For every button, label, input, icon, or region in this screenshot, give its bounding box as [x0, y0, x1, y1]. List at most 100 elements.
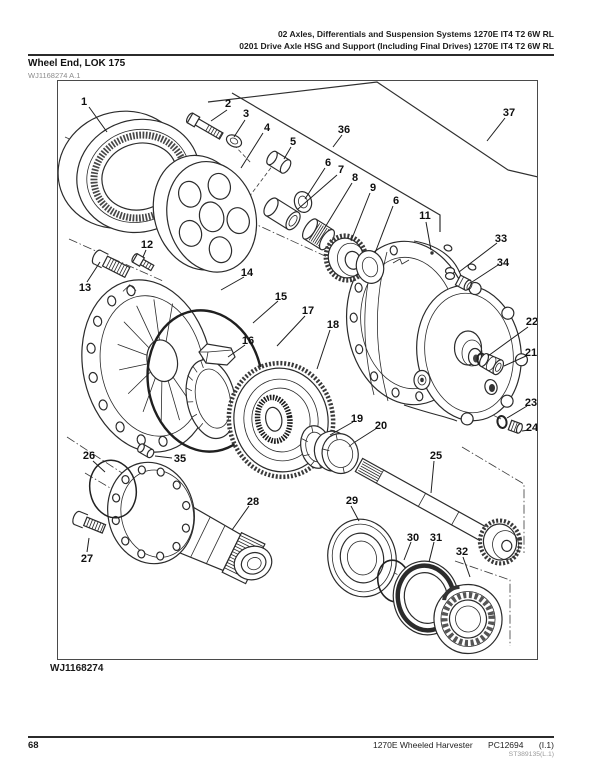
callout-number-22: 22: [526, 316, 537, 328]
callout-leader-17: [276, 315, 306, 347]
callout-number-12: 12: [141, 239, 153, 251]
housing-center-hub: [453, 330, 483, 367]
header-subsection-line: 0201 Drive Axle HSG and Support (Includi…: [239, 41, 554, 51]
callout-leader-31: [428, 541, 435, 563]
callout-leader-18: [316, 329, 331, 370]
callout-leader-32: [462, 556, 471, 578]
part-29-seal-assembly: [327, 518, 397, 598]
part-26-o-ring: [88, 459, 138, 519]
part-4-planet-carrier: [152, 154, 258, 273]
callout-number-21: 21: [525, 347, 537, 359]
callout-leader-2: [210, 109, 228, 122]
callout-number-6: 6: [325, 157, 331, 169]
part-6b-thrust-washer: [355, 250, 385, 284]
header-section-line: 02 Axles, Differentials and Suspension S…: [277, 29, 554, 39]
callout-leader-22: [487, 326, 529, 357]
callout-number-13: 13: [79, 282, 91, 294]
callout-leader-16: [227, 344, 246, 358]
footer-rule: [28, 736, 554, 738]
part-35-dowel-pin: [137, 443, 155, 459]
callout-number-19: 19: [351, 413, 363, 425]
callout-leader-7: [297, 174, 338, 210]
callout-number-35: 35: [174, 453, 186, 465]
part-28-wheel-hub: [107, 461, 273, 585]
callout-leader-19: [329, 421, 354, 436]
callout-number-26: 26: [83, 450, 95, 462]
callout-number-8: 8: [352, 172, 358, 184]
callout-number-9: 9: [370, 182, 376, 194]
callout-number-15: 15: [275, 291, 287, 303]
callout-leader-8: [323, 182, 353, 230]
part-12-bolt: [131, 253, 155, 272]
part-3-washer: [225, 134, 243, 148]
callout-leader-25: [430, 460, 435, 494]
callout-number-23: 23: [525, 397, 537, 409]
callout-number-14: 14: [241, 267, 254, 279]
callout-number-17: 17: [302, 305, 314, 317]
callout-number-7: 7: [338, 164, 344, 176]
callout-leader-34: [471, 264, 499, 283]
callout-number-32: 32: [456, 546, 468, 558]
callout-leader-24: [521, 429, 530, 432]
callout-number-2: 2: [225, 98, 231, 110]
callout-number-25: 25: [430, 450, 442, 462]
callout-number-33: 33: [495, 233, 507, 245]
footer-publication: 1270E Wheeled Harvester PC12694 (I.1): [373, 740, 554, 750]
part-7-planet-pin: [263, 197, 301, 231]
callout-leader-29: [350, 505, 360, 522]
callout-number-29: 29: [346, 495, 358, 507]
part-27-bolt: [72, 510, 107, 534]
part-8-roller-bearing: [301, 218, 335, 251]
callout-number-5: 5: [290, 136, 296, 148]
group-bracket-2: [231, 92, 441, 232]
part-11-housing-drum: [345, 240, 529, 426]
callout-leader-26: [92, 460, 106, 473]
wheel-end-exploded-drawing: 1234567896111213141516171819202122232425…: [58, 81, 537, 655]
part-24-plug: [507, 419, 523, 434]
callout-number-4: 4: [264, 122, 271, 134]
part-5-dowel-pin: [266, 150, 292, 174]
footer-model: 1270E Wheeled Harvester: [372, 740, 473, 750]
callout-number-18: 18: [327, 319, 339, 331]
header-rule: [28, 54, 554, 56]
footer-catalog-code: PC12694: [488, 740, 524, 750]
callout-number-30: 30: [407, 532, 419, 544]
callout-leader-14: [220, 276, 245, 291]
callout-leader-11: [425, 221, 432, 251]
callout-leader-33: [458, 242, 498, 273]
callout-leader-21: [503, 355, 527, 367]
callout-leader-20: [354, 427, 378, 443]
callout-leader-30: [403, 541, 412, 561]
figure-id: WJ1168274 A.1: [28, 71, 81, 80]
callout-leader-23: [506, 405, 528, 419]
callout-leader-27: [86, 537, 90, 553]
part-18-gear-ring: [226, 360, 336, 480]
callout-leader-6: [304, 167, 326, 200]
part-33-washer: [444, 267, 456, 281]
callout-leader-5: [283, 146, 292, 160]
callout-leader-36: [332, 134, 343, 148]
callout-number-3: 3: [243, 108, 249, 120]
part-2-cap-screw: [185, 112, 224, 140]
callout-number-37: 37: [503, 107, 515, 119]
page-header: 02 Axles, Differentials and Suspension S…: [239, 28, 554, 52]
footer-revision: (I.1): [538, 740, 554, 750]
callout-number-36: 36: [338, 124, 350, 136]
part-6-thrust-washer: [293, 191, 313, 213]
callout-leader-15: [252, 300, 279, 324]
page-number: 68: [28, 740, 39, 751]
callout-leader-28: [231, 505, 250, 531]
callout-leader-4: [240, 132, 264, 169]
callout-leader-12: [142, 249, 147, 258]
figure-caption: WJ1168274: [50, 663, 104, 674]
callout-leader-3: [233, 119, 246, 138]
callout-number-28: 28: [247, 496, 259, 508]
callout-number-31: 31: [430, 532, 442, 544]
callout-leader-9: [350, 192, 371, 242]
part-20-lock-nut: [313, 430, 359, 475]
footer-sub-id: ST389135(L.1): [508, 751, 554, 758]
part-16-bearing-retainer: [185, 343, 237, 440]
callout-number-1: 1: [81, 96, 87, 108]
